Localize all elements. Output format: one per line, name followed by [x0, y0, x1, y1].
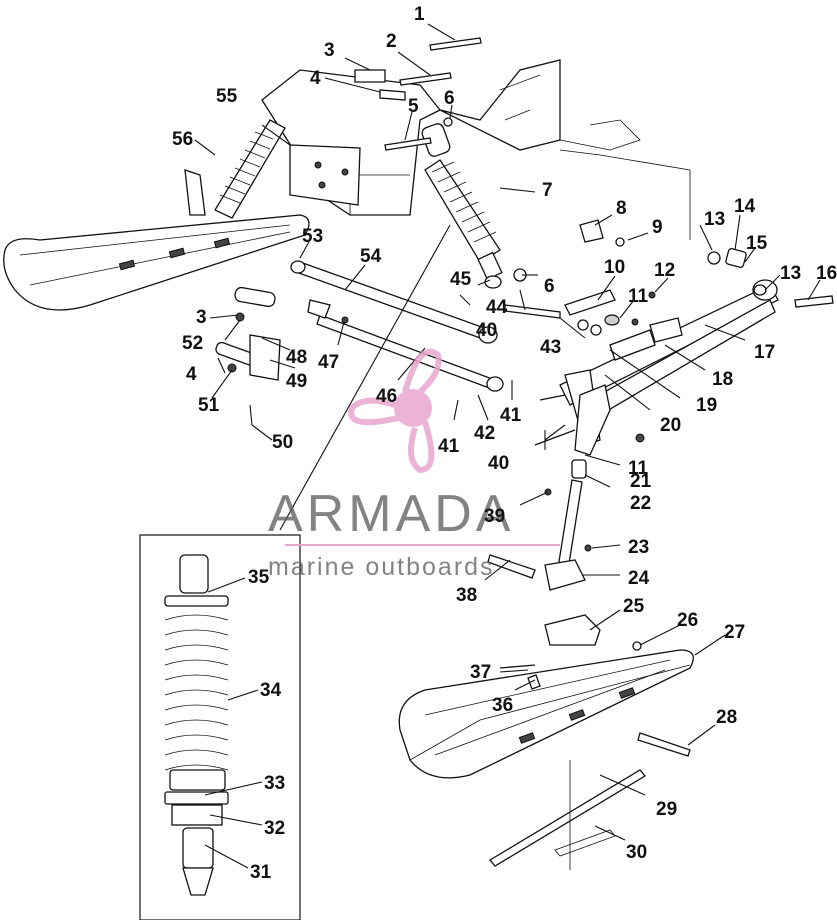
- callout-8: 8: [616, 198, 627, 219]
- callout-21: 21: [630, 471, 652, 492]
- watermark-brand: ARMADA: [268, 485, 514, 543]
- callout-54: 54: [360, 246, 382, 267]
- callout-23: 23: [628, 537, 649, 558]
- callout-6b: 6: [544, 276, 555, 297]
- callout-11b: 11: [628, 458, 649, 479]
- callout-37: 37: [470, 662, 491, 683]
- callout-numbers: 1 2 3 4 5 6 7 8 9 10 11 12 13 14 15 16 1…: [172, 4, 837, 883]
- callout-19: 19: [696, 395, 717, 416]
- callout-49: 49: [286, 371, 307, 392]
- callout-48: 48: [286, 347, 307, 368]
- left-shock-absorber: [214, 119, 286, 219]
- callout-44: 44: [486, 297, 508, 318]
- callout-43: 43: [540, 337, 561, 358]
- ski-saddle: [544, 614, 642, 651]
- callout-28: 28: [716, 707, 737, 728]
- callout-3: 3: [324, 40, 335, 61]
- callout-51: 51: [198, 395, 220, 416]
- callout-1: 1: [414, 4, 425, 25]
- leader-lines: [194, 23, 821, 841]
- armada-watermark: ARMADA marine outboards: [268, 348, 560, 581]
- callout-42: 42: [474, 423, 495, 444]
- callout-13b: 13: [780, 263, 801, 284]
- callout-35: 35: [248, 567, 270, 588]
- ski-spindle: [487, 369, 645, 591]
- callout-33: 33: [264, 773, 285, 794]
- callout-38: 38: [456, 585, 477, 606]
- callout-12: 12: [654, 260, 675, 281]
- callout-26: 26: [677, 610, 698, 631]
- callout-4b: 4: [186, 364, 197, 385]
- callout-40b: 40: [488, 453, 509, 474]
- callout-15: 15: [746, 233, 768, 254]
- top-bolts: [354, 37, 482, 151]
- callout-39: 39: [484, 506, 505, 527]
- callout-17: 17: [754, 342, 775, 363]
- callout-14: 14: [734, 196, 756, 217]
- callout-25: 25: [623, 596, 645, 617]
- callout-34: 34: [260, 680, 282, 701]
- callout-2: 2: [386, 31, 397, 52]
- callout-13: 13: [704, 209, 725, 230]
- callout-45: 45: [450, 269, 472, 290]
- callout-46: 46: [376, 386, 397, 407]
- shock-detail-inset: [139, 534, 301, 920]
- callout-11: 11: [628, 286, 649, 307]
- callout-31: 31: [250, 862, 272, 883]
- callout-41b: 41: [438, 436, 460, 457]
- callout-6: 6: [444, 88, 455, 109]
- callout-56: 56: [172, 129, 193, 150]
- front-ski: [398, 649, 694, 870]
- callout-50: 50: [272, 432, 293, 453]
- callout-22: 22: [630, 493, 651, 514]
- callout-41: 41: [500, 405, 522, 426]
- callout-53: 53: [302, 226, 323, 247]
- callout-4: 4: [310, 68, 321, 89]
- callout-7: 7: [542, 180, 553, 201]
- callout-20: 20: [660, 415, 681, 436]
- callout-16: 16: [816, 263, 837, 284]
- callout-29: 29: [656, 799, 677, 820]
- callout-36: 36: [492, 695, 513, 716]
- right-shock-absorber: [421, 123, 503, 289]
- callout-5: 5: [408, 96, 419, 117]
- left-ski: [3, 169, 310, 311]
- arm-hardware: [504, 219, 834, 361]
- callout-47: 47: [318, 352, 339, 373]
- callout-55: 55: [216, 86, 238, 107]
- chassis-bulkhead: [261, 59, 691, 240]
- callout-24: 24: [628, 568, 650, 589]
- watermark-tagline: marine outboards: [268, 553, 495, 581]
- callout-10: 10: [604, 257, 625, 278]
- callout-27: 27: [724, 622, 745, 643]
- callout-30: 30: [626, 842, 647, 863]
- callout-9: 9: [652, 217, 663, 238]
- callout-52: 52: [182, 333, 203, 354]
- callout-40: 40: [476, 320, 497, 341]
- radius-rods: [215, 260, 504, 392]
- callout-18: 18: [712, 369, 733, 390]
- callout-32: 32: [264, 818, 285, 839]
- propeller-logo-icon: [348, 348, 442, 474]
- callout-3b: 3: [196, 307, 207, 328]
